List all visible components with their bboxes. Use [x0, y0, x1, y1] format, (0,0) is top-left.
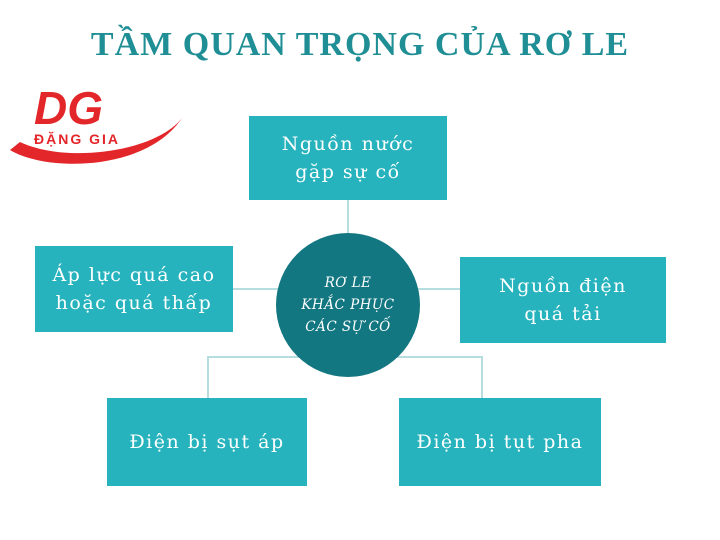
node-label-line: Nguồn nước — [281, 133, 415, 155]
hub-label-line: CÁC SỰ CỐ — [305, 319, 391, 335]
logo-monogram: DG — [34, 82, 103, 134]
node-phase-loss: Điện bị tụt pha — [399, 398, 601, 486]
page-title: TẦM QUAN TRỌNG CỦA RƠ LE — [90, 26, 630, 63]
logo-swoosh — [10, 118, 182, 164]
dang-gia-logo: DG ĐẶNG GIA — [10, 82, 182, 164]
node-voltage-drop: Điện bị sụt áp — [107, 398, 307, 486]
node-label-line: Nguồn điện — [499, 275, 627, 297]
node-label-line: Điện bị sụt áp — [129, 431, 285, 453]
node-label-line: hoặc quá thấp — [55, 292, 213, 314]
logo-name: ĐẶNG GIA — [34, 131, 120, 147]
node-label-line: quá tải — [524, 303, 602, 325]
node-pressure: Áp lực quá cao hoặc quá thấp — [35, 246, 233, 332]
node-label-line: Điện bị tụt pha — [416, 431, 584, 453]
hub-label-line: KHẮC PHỤC — [301, 297, 395, 313]
node-power-overload: Nguồn điện quá tải — [460, 257, 666, 343]
hub-label-line: RƠ LE — [324, 275, 372, 291]
node-label-line: gặp sự cố — [295, 161, 401, 183]
hub-circle: RƠ LE KHẮC PHỤC CÁC SỰ CỐ — [276, 233, 420, 377]
node-water-source: Nguồn nước gặp sự cố — [249, 116, 447, 200]
node-label-line: Áp lực quá cao — [52, 264, 216, 286]
